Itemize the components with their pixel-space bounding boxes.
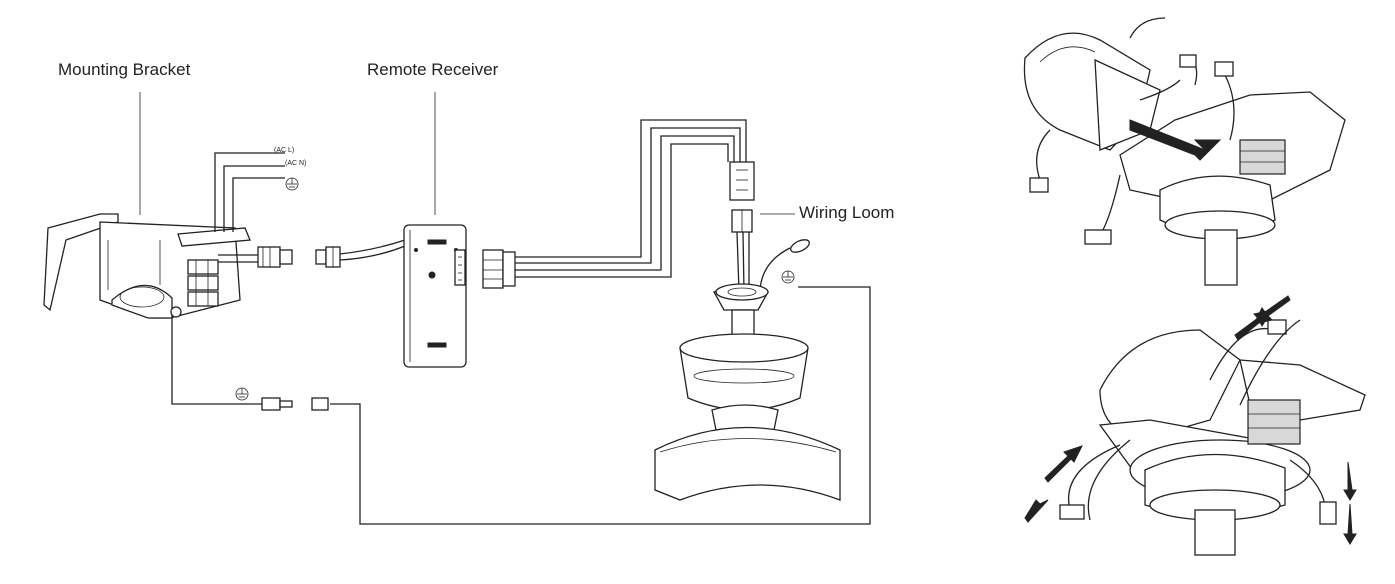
mounting-bracket-label: Mounting Bracket bbox=[58, 60, 191, 79]
arrow-icon bbox=[1343, 461, 1357, 545]
ground-symbol-icon bbox=[285, 177, 299, 191]
receiver-to-loom-wires bbox=[515, 119, 747, 278]
loom-connector bbox=[729, 161, 755, 233]
supply-wires bbox=[214, 152, 285, 232]
ground-symbol-icon bbox=[781, 270, 795, 284]
arrow-icon bbox=[1129, 119, 1222, 161]
mounting-bracket bbox=[43, 213, 251, 319]
wiring-loom-label: Wiring Loom bbox=[799, 203, 895, 222]
remote-receiver-label: Remote Receiver bbox=[367, 60, 499, 79]
arrow-icon bbox=[1234, 295, 1291, 341]
ground-connector bbox=[261, 397, 329, 411]
receiver-output-connector bbox=[482, 249, 516, 289]
receiver-socket bbox=[315, 246, 341, 268]
bracket-plug bbox=[257, 246, 293, 268]
ground-symbol-icon bbox=[235, 387, 249, 401]
remote-receiver-box bbox=[403, 224, 467, 368]
canopy-illustration-bottom bbox=[1059, 319, 1366, 556]
fan-assembly bbox=[654, 283, 841, 501]
ground-loop-wire bbox=[330, 286, 871, 525]
arrow-icon bbox=[1024, 445, 1083, 523]
bracket-ground-wire bbox=[171, 318, 262, 405]
ac-l-label: (AC L) bbox=[274, 147, 295, 154]
canopy-illustration-top bbox=[1023, 17, 1346, 286]
ac-n-label: (AC N) bbox=[285, 160, 307, 167]
